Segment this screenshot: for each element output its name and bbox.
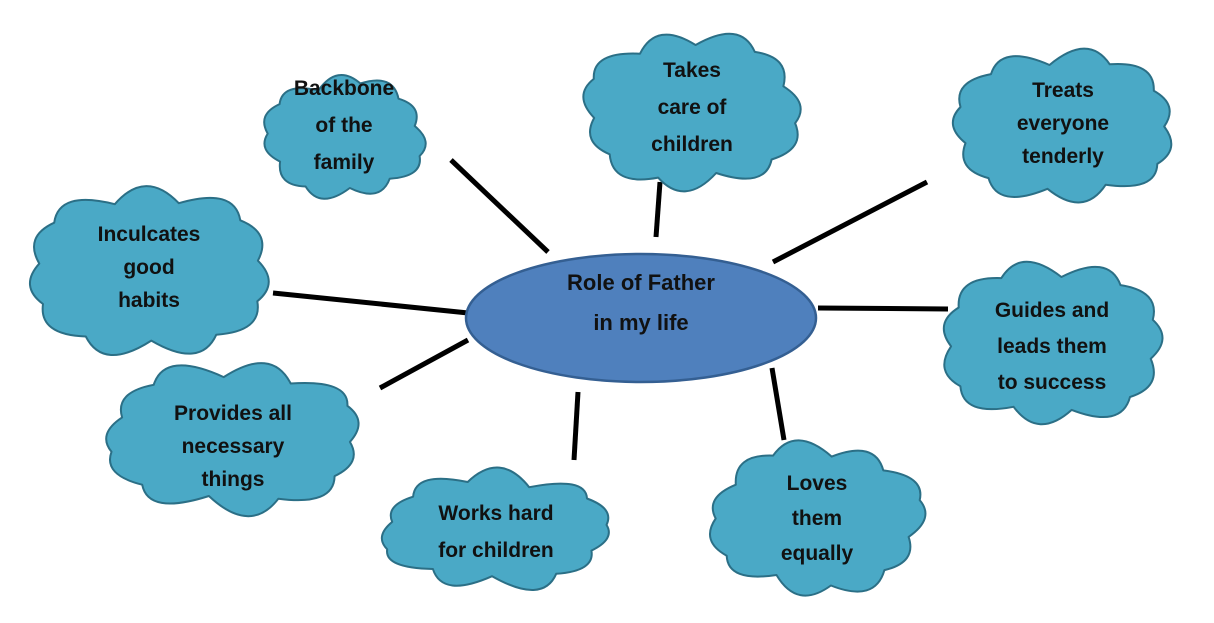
cloud-loves: Loves them equally [708,439,927,597]
center-label-1: Role of Father [567,270,715,295]
center-node: Role of Father in my life [464,252,818,384]
cloud-inculcates: Inculcates good habits [29,185,270,356]
cloud-label-guides-1: Guides and [995,299,1109,322]
cloud-label-inculcates-3: habits [118,289,180,312]
cloud-label-works-hard-2: for children [438,539,554,562]
cloud-label-guides-3: to success [998,371,1107,394]
connectors [272,158,949,461]
cloud-works-hard: Works hard for children [380,466,610,591]
connector-provides [378,337,470,391]
cloud-shape [708,439,927,597]
center-ellipse [464,252,818,384]
cloud-shape [942,260,1164,426]
cloud-label-treats-3: tenderly [1022,145,1104,168]
cloud-shape [380,466,610,591]
cloud-label-guides-2: leads them [997,335,1107,358]
cloud-label-loves-1: Loves [787,472,848,495]
cloud-shape [29,185,270,356]
cloud-label-provides-2: necessary [182,435,285,458]
cloud-label-takes-care-3: children [651,133,733,156]
cloud-label-loves-3: equally [781,542,854,565]
connector-inculcates [272,290,479,317]
cloud-label-backbone-3: family [314,151,375,174]
cloud-treats: Treats everyone tenderly [952,47,1173,204]
cloud-shape [952,47,1173,204]
cloud-label-inculcates-2: good [123,256,174,279]
connector-works-hard [571,391,581,461]
connector-backbone [449,158,550,254]
cloud-label-takes-care-2: care of [658,96,728,119]
center-label-2: in my life [593,310,688,335]
cloud-provides: Provides all necessary things [105,362,360,518]
cloud-shape [105,362,360,518]
cloud-label-takes-care-1: Takes [663,59,721,82]
connector-loves [769,367,787,441]
cloud-label-treats-1: Treats [1032,79,1094,102]
cloud-label-provides-3: things [202,468,265,491]
cloud-label-treats-2: everyone [1017,112,1109,135]
connector-guides [817,305,949,312]
cloud-label-loves-2: them [792,507,842,530]
connector-treats [771,179,929,265]
cloud-label-works-hard-1: Works hard [438,502,553,525]
cloud-shape [263,74,427,200]
cloud-takes-care: Takes care of children [582,32,802,193]
cloud-backbone: Backbone of the family [263,74,427,200]
clouds: Backbone of the family Takes care of children… [29,32,1173,597]
cloud-label-provides-1: Provides all [174,402,292,425]
cloud-label-backbone-2: of the [315,114,372,137]
connector-takes-care [653,181,663,238]
cloud-label-inculcates-1: Inculcates [98,223,201,246]
cloud-guides: Guides and leads them to success [942,260,1164,426]
cloud-label-backbone-1: Backbone [294,77,394,100]
cloud-shape [582,32,802,193]
